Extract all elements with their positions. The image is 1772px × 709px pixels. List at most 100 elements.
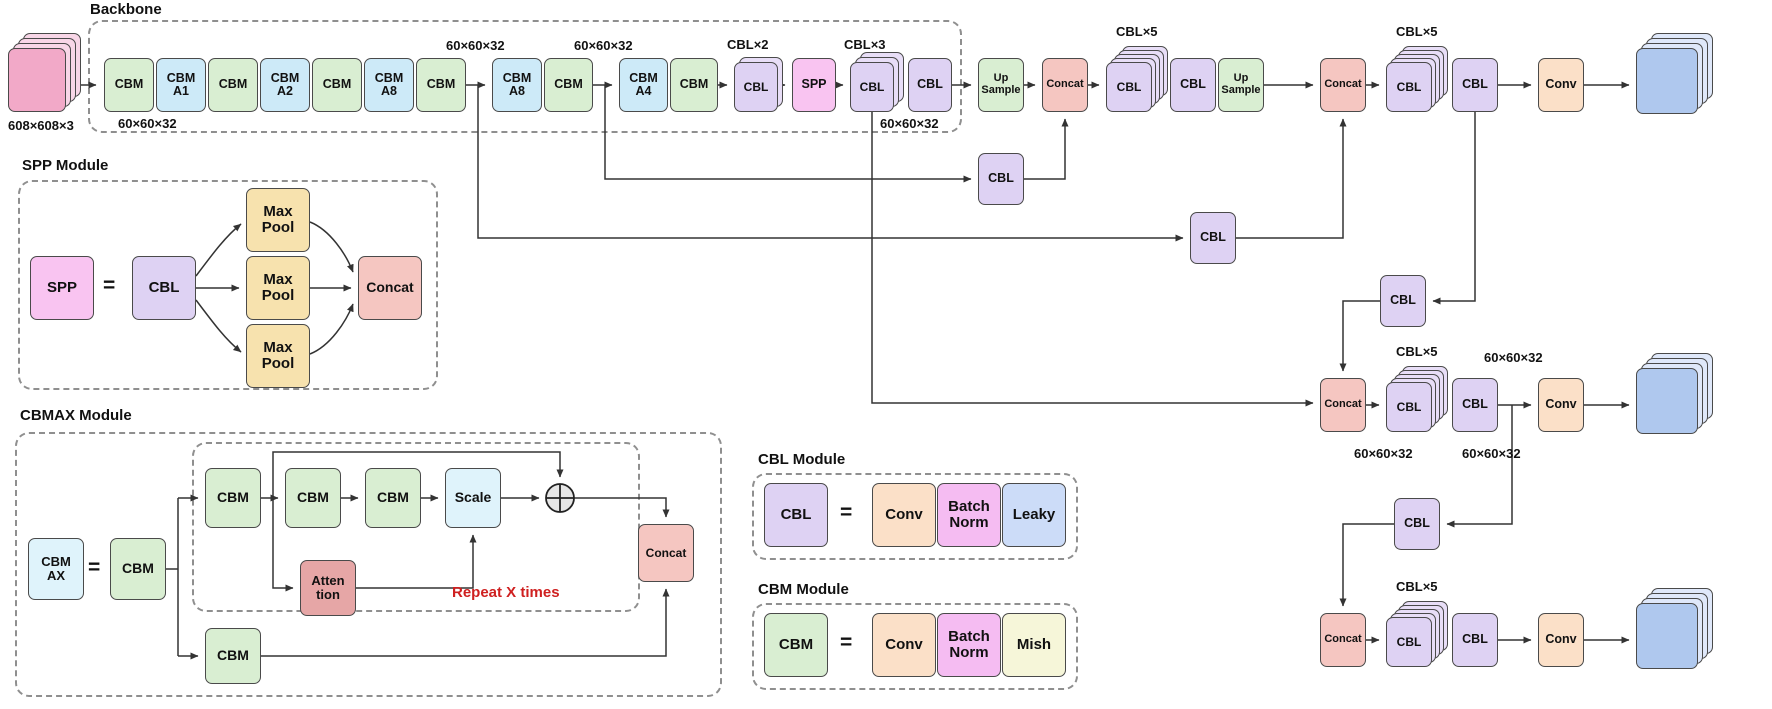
- edge-branch-mid: [604, 85, 972, 183]
- label-cblx2-label: CBL×2: [727, 37, 769, 52]
- label-equals-cbl: =: [840, 501, 853, 524]
- edge-attention-to-scale: [356, 534, 477, 589]
- node-maxpool-3: Max Pool: [246, 324, 310, 388]
- node-bb-cbm-a4: CBM A4: [619, 58, 668, 112]
- label-dim-junction-1: 60×60×32: [446, 38, 505, 53]
- edge-branch-shallow: [477, 85, 1184, 242]
- node-bb-cbm-1: CBM: [104, 58, 154, 112]
- label-backbone-title: Backbone: [90, 1, 162, 18]
- label-dim-junction-2: 60×60×32: [574, 38, 633, 53]
- node-mish: Mish: [1002, 613, 1066, 677]
- node-scale: Scale: [445, 468, 501, 528]
- node-cbm-legend: CBM: [764, 613, 828, 677]
- module-box-spp-module: [18, 180, 438, 390]
- label-dim-row3-bottom-1: 60×60×32: [1354, 446, 1413, 461]
- edge-cbmax-to-attention: [272, 498, 294, 592]
- node-conv-1: Conv: [1538, 58, 1584, 112]
- label-dim-row3-bottom-2: 60×60×32: [1462, 446, 1521, 461]
- module-box-backbone: [88, 20, 962, 133]
- edge-sppcbl-maxpool3: [195, 299, 242, 353]
- node-conv-of-cbm: Conv: [872, 613, 936, 677]
- label-cbmax-module-title: CBMAX Module: [20, 407, 132, 424]
- label-input-dim: 608×608×3: [8, 118, 74, 133]
- stack-cbl-x5-3-front: CBL: [1386, 382, 1432, 432]
- stack-cbl-x5-4-front: CBL: [1386, 617, 1432, 667]
- node-maxpool-1: Max Pool: [246, 188, 310, 252]
- node-bb-cbm-6: CBM: [670, 58, 718, 112]
- node-spp-legend: SPP: [30, 256, 94, 320]
- edge-add-to-concat: [574, 497, 670, 518]
- edge-riser-to-concat2: [1236, 118, 1347, 239]
- edge-cbl-down2-to-concat4: [1339, 523, 1394, 607]
- label-cbm-module-title: CBM Module: [758, 581, 849, 598]
- node-cbl-row4: CBL: [1452, 613, 1498, 667]
- module-box-cbl-module: [752, 473, 1078, 560]
- label-dim-under-cblx3: 60×60×32: [880, 116, 939, 131]
- node-batchnorm-of-cbm: Batch Norm: [937, 613, 1001, 677]
- label-cblx5-label-3: CBL×5: [1396, 344, 1438, 359]
- add-icon: [545, 483, 575, 513]
- edge-row3-down-to-cbl: [1446, 405, 1513, 528]
- node-upsample-2: Up Sample: [1218, 58, 1264, 112]
- label-equals-cbm: =: [840, 631, 853, 654]
- node-concat-1: Concat: [1042, 58, 1088, 112]
- edge-maxpool3-concat: [309, 303, 354, 355]
- node-bb-cbm-5: CBM: [544, 58, 593, 112]
- node-cbm-root: CBM: [110, 538, 166, 600]
- node-bb-cbm-2: CBM: [208, 58, 258, 112]
- node-conv-of-cbl: Conv: [872, 483, 936, 547]
- label-spp-module-title: SPP Module: [22, 157, 109, 174]
- node-bb-cbm-4: CBM: [416, 58, 466, 112]
- edge-maxpool1-concat: [309, 221, 354, 273]
- edge-cbmax-skip-to-add: [272, 451, 564, 498]
- edges-group: [66, 81, 1630, 660]
- module-box-cbm-module: [752, 603, 1078, 690]
- edge-riser-to-concat1: [1024, 118, 1069, 180]
- stack-input-image-front: [8, 48, 66, 112]
- node-cbm-shortcut: CBM: [205, 628, 261, 684]
- stack-cbl-x5-1-front: CBL: [1106, 62, 1152, 112]
- node-cbl-branch-2: CBL: [1190, 212, 1236, 264]
- edge-cbmax-root-split: [166, 498, 179, 656]
- node-concat-spp: Concat: [358, 256, 422, 320]
- node-batchnorm-of-cbl: Batch Norm: [937, 483, 1001, 547]
- label-cblx3-label: CBL×3: [844, 37, 886, 52]
- edge-cbltop-down-to-cbl: [1432, 112, 1476, 305]
- node-cbmax: CBM AX: [28, 538, 84, 600]
- node-bb-cbm-3: CBM: [312, 58, 362, 112]
- node-bb-cbm-a2: CBM A2: [260, 58, 310, 112]
- node-bb-cbm-a8-2: CBM A8: [492, 58, 542, 112]
- label-repeat-note: Repeat X times: [452, 584, 560, 601]
- node-cbl-down-1: CBL: [1380, 275, 1426, 327]
- label-equals-spp: =: [103, 274, 116, 297]
- node-conv-2: Conv: [1538, 378, 1584, 432]
- node-cbl-neck-1: CBL: [1170, 58, 1216, 112]
- node-concat-4: Concat: [1320, 613, 1366, 667]
- label-cblx5-label-2: CBL×5: [1396, 24, 1438, 39]
- label-dim-under-cbm1: 60×60×32: [118, 116, 177, 131]
- node-cbl-top: CBL: [1452, 58, 1498, 112]
- node-cbl-spp: CBL: [132, 256, 196, 320]
- node-cbl-legend: CBL: [764, 483, 828, 547]
- edge-shortcut-to-concat: [261, 588, 670, 657]
- node-leaky: Leaky: [1002, 483, 1066, 547]
- stack-cbl-x2-front: CBL: [734, 62, 778, 112]
- node-cbl-branch-1: CBL: [978, 153, 1024, 205]
- node-concat-cbmax: Concat: [638, 524, 694, 582]
- label-dim-row3-top: 60×60×32: [1484, 350, 1543, 365]
- node-bb-cbm-a1: CBM A1: [156, 58, 206, 112]
- node-attention: Atten tion: [300, 560, 356, 616]
- node-upsample-1: Up Sample: [978, 58, 1024, 112]
- stack-output-3-front: [1636, 603, 1698, 669]
- edge-sppcbl-maxpool1: [195, 223, 242, 277]
- stack-output-1-front: [1636, 48, 1698, 114]
- node-concat-3: Concat: [1320, 378, 1366, 432]
- stack-cbl-x5-2-front: CBL: [1386, 62, 1432, 112]
- edge-deep-feature-down: [871, 112, 1314, 407]
- node-maxpool-2: Max Pool: [246, 256, 310, 320]
- node-cbm-rep-2: CBM: [285, 468, 341, 528]
- node-spp: SPP: [792, 58, 836, 112]
- label-cblx5-label-1: CBL×5: [1116, 24, 1158, 39]
